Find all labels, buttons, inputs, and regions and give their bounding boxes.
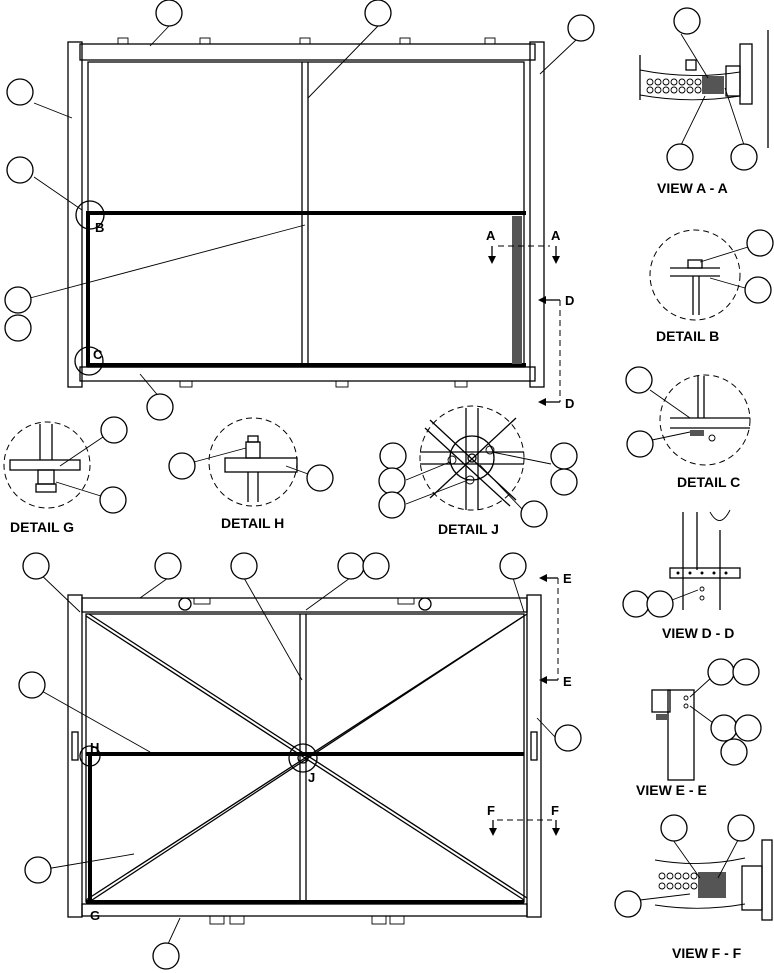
marker-g: G	[90, 908, 100, 923]
view-a-section: VIEW A - A	[639, 7, 769, 196]
view-f-caption: VIEW F - F	[672, 945, 742, 961]
top-assembly: A A D D B C	[4, 0, 595, 421]
detail-c-caption: DETAIL C	[677, 474, 740, 490]
marker-e-top: E	[563, 571, 572, 586]
detail-j-caption: DETAIL J	[438, 521, 499, 537]
marker-a-left: A	[486, 228, 496, 243]
detail-h: DETAIL H	[168, 417, 334, 531]
marker-f-left: F	[487, 803, 495, 818]
detail-b-caption: DETAIL B	[656, 328, 719, 344]
view-a-caption: VIEW A - A	[657, 180, 728, 196]
marker-j: J	[308, 770, 315, 785]
view-f-section: VIEW F - F	[614, 814, 773, 961]
marker-h: H	[90, 740, 99, 755]
detail-c: DETAIL C	[625, 366, 751, 490]
marker-e-bottom: E	[563, 674, 572, 689]
view-d-caption: VIEW D - D	[662, 625, 734, 641]
marker-d-bottom: D	[565, 396, 574, 411]
marker-c: C	[93, 347, 103, 362]
view-e-section: VIEW E - E	[636, 658, 762, 798]
marker-d-top: D	[565, 293, 574, 308]
detail-b: DETAIL B	[649, 229, 774, 344]
detail-g-caption: DETAIL G	[10, 519, 74, 535]
view-e-caption: VIEW E - E	[636, 782, 707, 798]
detail-j: DETAIL J	[378, 405, 578, 537]
marker-b: B	[95, 220, 104, 235]
detail-h-caption: DETAIL H	[221, 515, 284, 531]
marker-f-right: F	[551, 803, 559, 818]
detail-g: DETAIL G	[3, 416, 128, 535]
view-d-section: VIEW D - D	[622, 509, 741, 641]
bottom-assembly: H J G E E F F	[18, 552, 582, 970]
marker-a-right: A	[551, 228, 561, 243]
